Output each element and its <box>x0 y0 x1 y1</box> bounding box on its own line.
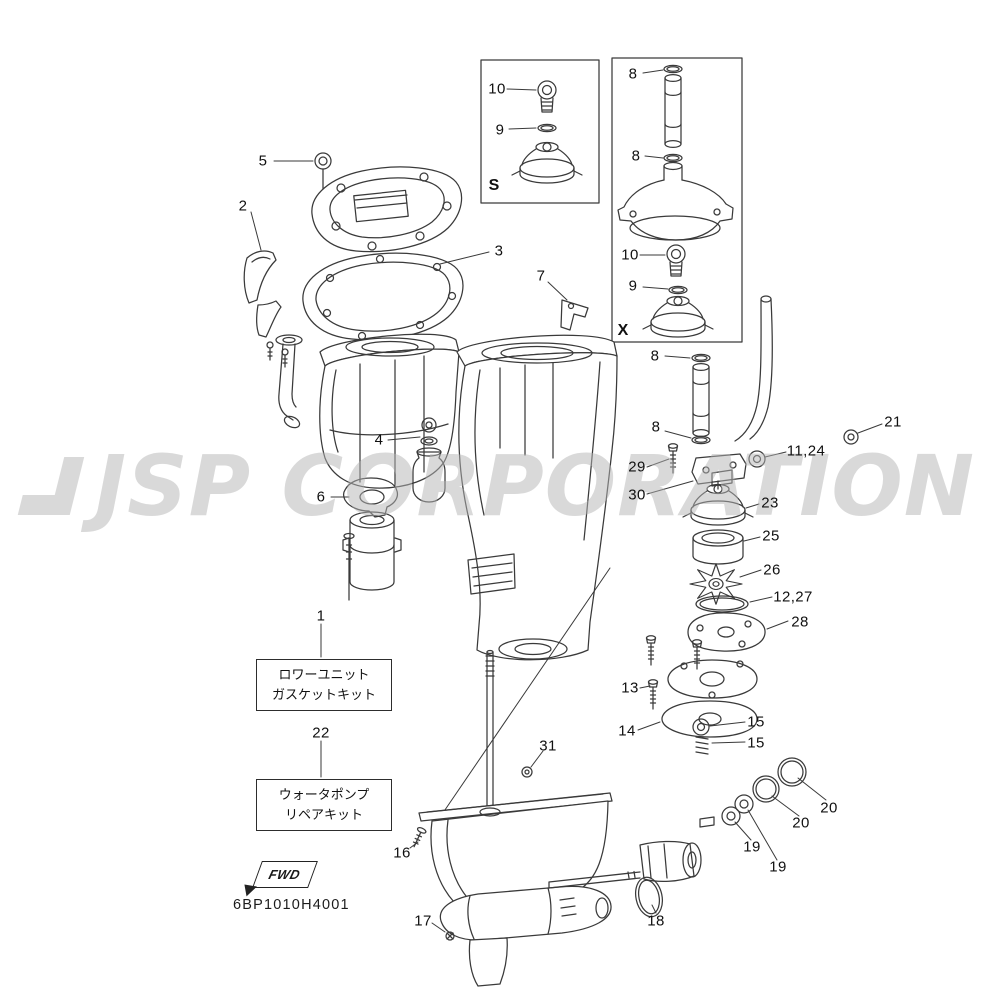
callout-16: 16 <box>393 844 411 862</box>
inset-label-x: X <box>617 322 629 339</box>
spring-15 <box>695 736 709 755</box>
callout-25: 25 <box>762 527 780 545</box>
inset-label-s: S <box>488 177 500 194</box>
pump-base <box>667 659 758 699</box>
seal-11-24 <box>748 450 766 468</box>
gasket-strips-2 <box>243 250 289 368</box>
kit-box-line: リペアキット <box>284 807 363 822</box>
bolt-13 <box>647 679 659 710</box>
water-pipe <box>734 295 773 442</box>
water-tube-column <box>691 353 711 445</box>
callout-10: 10 <box>488 80 506 98</box>
callout-14: 14 <box>618 722 636 740</box>
bolt-16 <box>412 826 427 848</box>
kit-box-line: ロワーユニット <box>278 666 370 682</box>
callout-12-27: 12,27 <box>773 588 813 606</box>
callout-9: 9 <box>628 277 638 295</box>
water-pump-stack <box>645 480 766 755</box>
callout-23: 23 <box>761 494 779 512</box>
kit-box-line: ウォータポンプ <box>278 786 370 802</box>
callout-11-24: 11,24 <box>786 442 826 460</box>
drawing-number: 6BP1010H4001 <box>233 897 350 913</box>
driveshaft-housing <box>456 334 618 661</box>
callout-4: 4 <box>374 431 384 449</box>
fwd-label: FWD <box>267 867 303 882</box>
leader-lines <box>250 69 883 933</box>
part-6-gasket <box>342 477 399 518</box>
oring-12-27 <box>695 595 749 613</box>
callout-8: 8 <box>650 347 660 365</box>
kit-box-line: ガスケットキット <box>271 687 376 702</box>
inset-s-parts <box>511 80 583 184</box>
inset-x-parts <box>617 64 734 338</box>
assembly-line <box>433 567 611 827</box>
callout-2: 2 <box>238 197 248 215</box>
callout-31: 31 <box>539 737 557 755</box>
pipe-joint-30 <box>691 453 747 487</box>
callout-30: 30 <box>628 486 646 504</box>
gasket-3 <box>302 252 464 341</box>
prop-shaft-assembly <box>548 757 807 918</box>
callout-3: 3 <box>494 242 504 260</box>
kit-box-lower-unit-gasket: ロワーユニット ガスケットキット <box>256 659 392 711</box>
callout-7: 7 <box>536 267 546 285</box>
bracket-7 <box>560 299 589 331</box>
screw-17 <box>445 931 455 941</box>
callout-20: 20 <box>820 799 838 817</box>
mid-housing <box>342 511 402 591</box>
callout-19: 19 <box>769 858 787 876</box>
callout-19: 19 <box>743 838 761 856</box>
callout-5: 5 <box>258 152 268 170</box>
callout-22: 22 <box>312 724 330 742</box>
outer-plate-28 <box>687 612 766 652</box>
callout-8: 8 <box>651 418 661 436</box>
inset-frame-s <box>480 59 600 204</box>
gear-case <box>418 792 613 987</box>
callout-9: 9 <box>495 121 505 139</box>
upper-casing <box>319 333 460 489</box>
callout-15: 15 <box>747 734 765 752</box>
insert-cup-25 <box>692 529 744 565</box>
long-bolt <box>343 532 355 601</box>
callout-21: 21 <box>884 413 902 431</box>
bolt-29 <box>667 443 679 474</box>
fwd-tag: FWD <box>239 861 318 897</box>
kit-box-water-pump-repair: ウォータポンプ リペアキット <box>256 779 392 831</box>
bushing-21 <box>843 429 859 445</box>
oring-18 <box>634 876 664 918</box>
exhaust-guide-plate <box>311 166 463 253</box>
callout-26: 26 <box>763 561 781 579</box>
clip-31 <box>521 766 533 778</box>
callout-6: 6 <box>316 488 326 506</box>
callout-8: 8 <box>631 147 641 165</box>
callout-18: 18 <box>647 912 665 930</box>
callout-15: 15 <box>747 713 765 731</box>
callout-17: 17 <box>414 912 432 930</box>
driveshaft <box>485 649 495 811</box>
impeller-26 <box>689 563 743 605</box>
callout-20: 20 <box>792 814 810 832</box>
pump-gasket-14 <box>661 700 758 738</box>
callout-29: 29 <box>628 458 646 476</box>
washer-15 <box>692 718 710 736</box>
inset-frame-x <box>611 57 743 343</box>
callout-8: 8 <box>628 65 638 83</box>
part-4-seals <box>412 417 446 503</box>
callout-1: 1 <box>316 607 326 625</box>
callout-13: 13 <box>621 679 639 697</box>
pickup-tube <box>275 334 303 429</box>
callout-28: 28 <box>791 613 809 631</box>
callout-10: 10 <box>621 246 639 264</box>
